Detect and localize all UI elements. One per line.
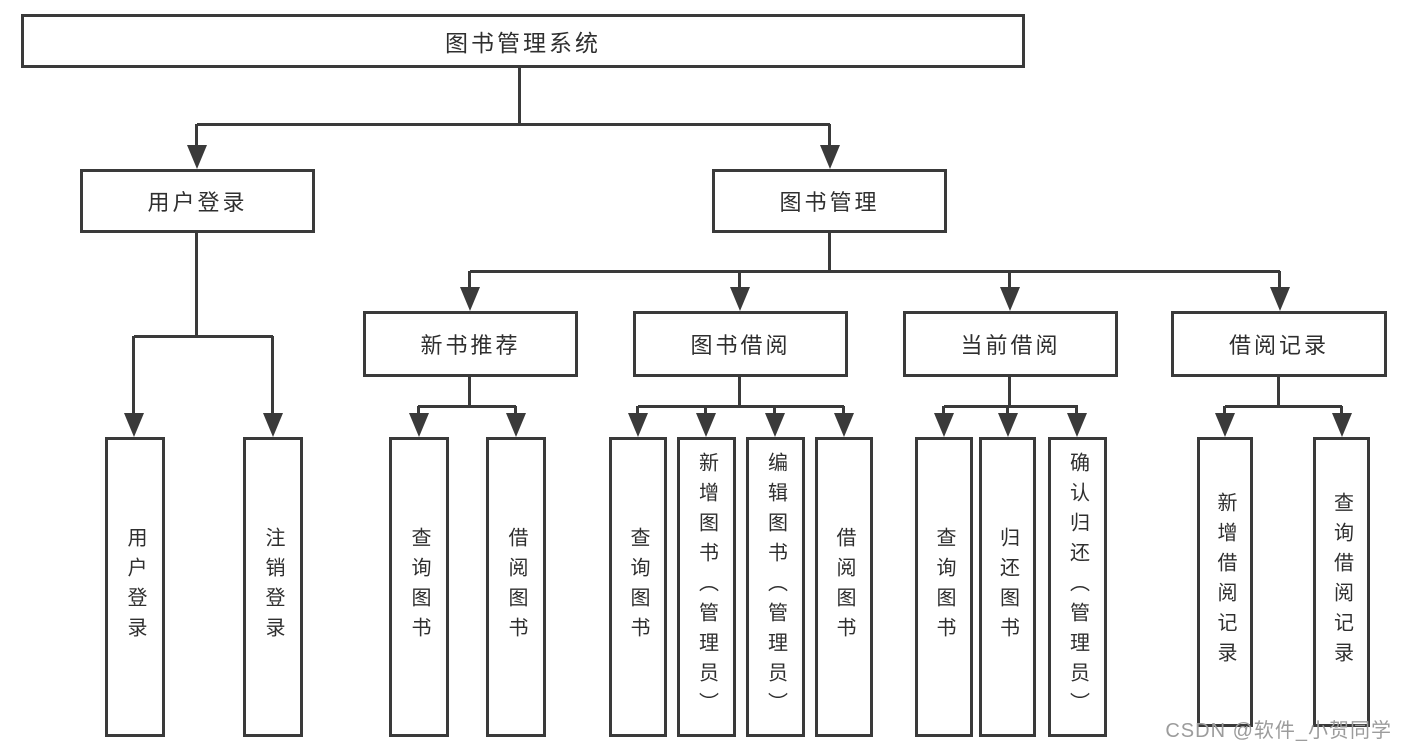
connector-stem [1340, 406, 1343, 418]
arrow-down-icon [730, 287, 750, 311]
arrow-down-icon [1270, 287, 1290, 311]
node-label: 查询图书 [408, 527, 430, 647]
leaf-add-borrow-record: 新增借阅记录 [1197, 437, 1253, 727]
arrow-down-icon [834, 413, 854, 437]
arrow-down-icon [1000, 287, 1020, 311]
connector-stem [828, 124, 831, 148]
node-label: 确认归还（管理员） [1066, 452, 1089, 722]
leaf-confirm-return-admin: 确认归还（管理员） [1048, 437, 1107, 737]
connector-stem [842, 406, 845, 418]
node-new-book-recommend: 新书推荐 [363, 311, 578, 377]
leaf-edit-books-admin: 编辑图书（管理员） [746, 437, 805, 737]
node-label: 用户登录 [124, 527, 146, 647]
arrow-down-icon [263, 413, 283, 437]
leaf-query-books-current: 查询图书 [915, 437, 973, 737]
node-label: 查询借阅记录 [1330, 492, 1353, 672]
node-label: 编辑图书（管理员） [764, 452, 787, 722]
leaf-borrow-books-recommend: 借阅图书 [486, 437, 546, 737]
leaf-user-login: 用户登录 [105, 437, 165, 737]
node-label: 借阅图书 [833, 527, 855, 647]
connector-stem [1277, 377, 1280, 407]
arrow-down-icon [1215, 413, 1235, 437]
arrow-down-icon [998, 413, 1018, 437]
connector-stem [468, 377, 471, 407]
connector-stem [1008, 377, 1011, 407]
leaf-query-books-recommend: 查询图书 [389, 437, 449, 737]
leaf-return-books: 归还图书 [979, 437, 1036, 737]
node-label: 用户登录 [147, 190, 248, 215]
node-label: 查询图书 [627, 527, 649, 647]
node-label: 图书管理 [779, 190, 880, 215]
leaf-query-books-borrowing: 查询图书 [609, 437, 667, 737]
connector-root-stem [518, 68, 521, 124]
arrow-down-icon [409, 413, 429, 437]
arrow-down-icon [934, 413, 954, 437]
connector-stem [132, 336, 135, 416]
arrow-down-icon [506, 413, 526, 437]
arrow-down-icon [820, 145, 840, 169]
node-label: 注销登录 [262, 527, 284, 647]
connector-bar [638, 405, 844, 408]
arrow-down-icon [124, 413, 144, 437]
connector-stem [828, 233, 831, 273]
connector-stem [773, 406, 776, 418]
connector-stem [417, 406, 420, 418]
node-borrowing-records: 借阅记录 [1171, 311, 1387, 377]
arrow-down-icon [1067, 413, 1087, 437]
connector-stem [1006, 406, 1009, 418]
leaf-add-books-admin: 新增图书（管理员） [677, 437, 736, 737]
arrow-down-icon [765, 413, 785, 437]
leaf-logout: 注销登录 [243, 437, 303, 737]
connector-stem [1278, 271, 1281, 291]
connector-stem [1008, 271, 1011, 291]
connector-stem [195, 124, 198, 148]
node-label: 新书推荐 [420, 333, 521, 358]
node-label: 借阅图书 [505, 527, 527, 647]
connector-stem [704, 406, 707, 418]
connector-stem [636, 406, 639, 418]
connector-stem [942, 406, 945, 418]
arrow-down-icon [1332, 413, 1352, 437]
node-label: 归还图书 [996, 527, 1019, 647]
leaf-query-borrow-record: 查询借阅记录 [1313, 437, 1370, 727]
connector-bar [944, 405, 1078, 408]
connector-bar [1225, 405, 1342, 408]
node-library-management-system: 图书管理系统 [21, 14, 1025, 68]
node-label: 借阅记录 [1228, 333, 1329, 358]
node-label: 图书管理系统 [445, 30, 601, 56]
connector-stem [195, 233, 198, 337]
node-label: 当前借阅 [960, 333, 1061, 358]
connector-bar [418, 405, 516, 408]
node-label: 图书借阅 [690, 333, 791, 358]
connector-stem [1223, 406, 1226, 418]
node-label: 新增借阅记录 [1214, 492, 1236, 672]
arrow-down-icon [696, 413, 716, 437]
connector-bar [134, 335, 273, 338]
connector-stem [271, 336, 274, 416]
node-book-management: 图书管理 [712, 169, 947, 233]
connector-stem [514, 406, 517, 418]
node-label: 新增图书（管理员） [695, 452, 718, 722]
leaf-borrow-books: 借阅图书 [815, 437, 873, 737]
arrow-down-icon [460, 287, 480, 311]
node-label: 查询图书 [933, 527, 955, 647]
connector-bar [470, 270, 1280, 273]
connector-root-bar [197, 123, 830, 126]
connector-stem [738, 377, 741, 407]
connector-stem [1075, 406, 1078, 418]
connector-stem [738, 271, 741, 291]
connector-stem [468, 271, 471, 291]
arrow-down-icon [628, 413, 648, 437]
node-book-borrowing: 图书借阅 [633, 311, 848, 377]
node-user-login: 用户登录 [80, 169, 315, 233]
node-current-borrowing: 当前借阅 [903, 311, 1118, 377]
csdn-watermark: CSDN @软件_小贺同学 [1165, 720, 1392, 742]
arrow-down-icon [187, 145, 207, 169]
